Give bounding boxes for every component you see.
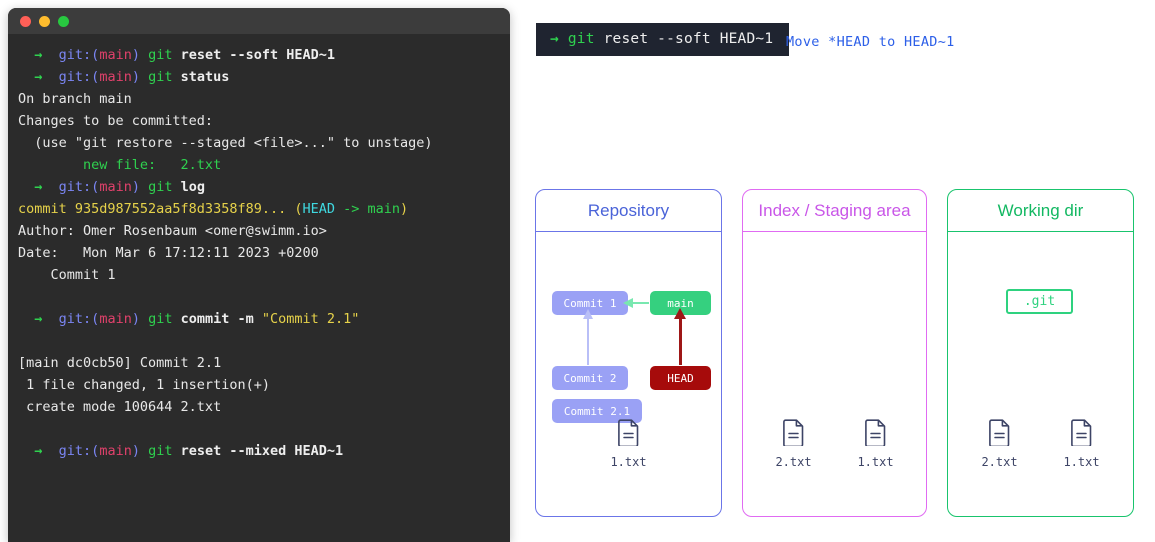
terminal-output-line: commit 935d987552aa5f8d3358f89... (HEAD … bbox=[18, 201, 409, 217]
arrow-up-icon-commit2-to-commit1 bbox=[583, 309, 593, 365]
file-item: 1.txt bbox=[605, 419, 653, 469]
file-icon bbox=[864, 419, 887, 451]
file-icon bbox=[782, 419, 803, 448]
terminal-prompt-line: → git:(main) git commit -m "Commit 2.1" bbox=[34, 311, 360, 327]
git-folder-box: .git bbox=[1006, 289, 1073, 314]
terminal-prompt-line: → git:(main) git reset --mixed HEAD~1 bbox=[34, 443, 344, 459]
panel-index-body: 2.txt 1.txt bbox=[743, 232, 926, 517]
terminal-output: → git:(main) git reset --soft HEAD~1 → g… bbox=[8, 34, 510, 462]
file-icon bbox=[988, 419, 1009, 448]
panel-index-title: Index / Staging area bbox=[743, 190, 926, 232]
panel-index-staging-area: Index / Staging area 2.txt 1.txt bbox=[742, 189, 927, 517]
commit-node-commit-2-1: Commit 2.1 bbox=[552, 399, 642, 423]
panel-repository-title: Repository bbox=[536, 190, 721, 232]
file-label: 2.txt bbox=[775, 455, 812, 469]
file-icon bbox=[1070, 419, 1091, 448]
panel-repository-body: Commit 1 Commit 2 Commit 2.1 main HEAD 1… bbox=[536, 232, 721, 517]
file-icon bbox=[988, 419, 1011, 451]
terminal-window[interactable]: → git:(main) git reset --soft HEAD~1 → g… bbox=[8, 8, 510, 542]
repository-file-list: 1.txt bbox=[536, 419, 721, 469]
command-keyword: git bbox=[567, 31, 595, 47]
panel-working-dir: Working dir .git 2.txt 1.txt bbox=[947, 189, 1134, 517]
terminal-output-line: new file: 2.txt bbox=[18, 157, 222, 173]
file-icon bbox=[617, 419, 638, 448]
file-item: 2.txt bbox=[976, 419, 1024, 469]
command-arguments: reset --soft HEAD~1 bbox=[594, 31, 774, 47]
minimize-icon[interactable] bbox=[39, 15, 50, 27]
file-label: 1.txt bbox=[1063, 455, 1100, 469]
terminal-output-line: On branch main bbox=[18, 91, 132, 107]
commit-node-commit-2: Commit 2 bbox=[552, 366, 628, 390]
file-item: 1.txt bbox=[1058, 419, 1106, 469]
terminal-output-line: Date: Mon Mar 6 17:12:11 2023 +0200 bbox=[18, 245, 319, 261]
terminal-output-line: [main dc0cb50] Commit 2.1 bbox=[18, 355, 222, 371]
terminal-output-line: Author: Omer Rosenbaum <omer@swimm.io> bbox=[18, 223, 327, 239]
file-item: 2.txt bbox=[770, 419, 818, 469]
terminal-output-line bbox=[18, 330, 510, 352]
file-icon bbox=[864, 419, 885, 448]
terminal-output-line: Commit 1 bbox=[18, 267, 116, 283]
file-icon bbox=[617, 419, 640, 451]
file-label: 1.txt bbox=[610, 455, 647, 469]
arrow-up-icon-head-to-main bbox=[674, 308, 686, 365]
file-label: 1.txt bbox=[857, 455, 894, 469]
head-pointer-node: HEAD bbox=[650, 366, 711, 390]
index-file-list: 2.txt 1.txt bbox=[743, 419, 926, 469]
terminal-output-line bbox=[18, 418, 510, 440]
panel-working-title: Working dir bbox=[948, 190, 1133, 232]
close-icon[interactable] bbox=[20, 15, 31, 27]
terminal-output-line: 1 file changed, 1 insertion(+) bbox=[18, 377, 270, 393]
maximize-icon[interactable] bbox=[58, 15, 69, 27]
terminal-titlebar[interactable] bbox=[8, 8, 510, 34]
panel-repository: Repository Commit 1 Commit 2 Commit 2.1 … bbox=[535, 189, 722, 517]
prompt-arrow-icon: → bbox=[550, 31, 559, 47]
working-dir-file-list: 2.txt 1.txt bbox=[948, 419, 1133, 469]
terminal-output-line bbox=[18, 286, 510, 308]
file-item: 1.txt bbox=[852, 419, 900, 469]
terminal-prompt-line: → git:(main) git log bbox=[34, 179, 206, 195]
current-command-badge: → git reset --soft HEAD~1 bbox=[536, 23, 790, 56]
file-label: 2.txt bbox=[981, 455, 1018, 469]
terminal-output-line: (use "git restore --staged <file>..." to… bbox=[18, 135, 433, 151]
panel-working-body: .git 2.txt 1.txt bbox=[948, 232, 1133, 517]
arrow-left-icon-main-to-commit1 bbox=[623, 297, 649, 308]
terminal-prompt-line: → git:(main) git status bbox=[34, 69, 230, 85]
terminal-output-line: create mode 100644 2.txt bbox=[18, 399, 222, 415]
file-icon bbox=[1070, 419, 1093, 451]
terminal-output-line: Changes to be committed: bbox=[18, 113, 214, 129]
terminal-prompt-line: → git:(main) git reset --soft HEAD~1 bbox=[34, 47, 336, 63]
command-description: Move *HEAD to HEAD~1 bbox=[786, 34, 955, 50]
file-icon bbox=[782, 419, 805, 451]
